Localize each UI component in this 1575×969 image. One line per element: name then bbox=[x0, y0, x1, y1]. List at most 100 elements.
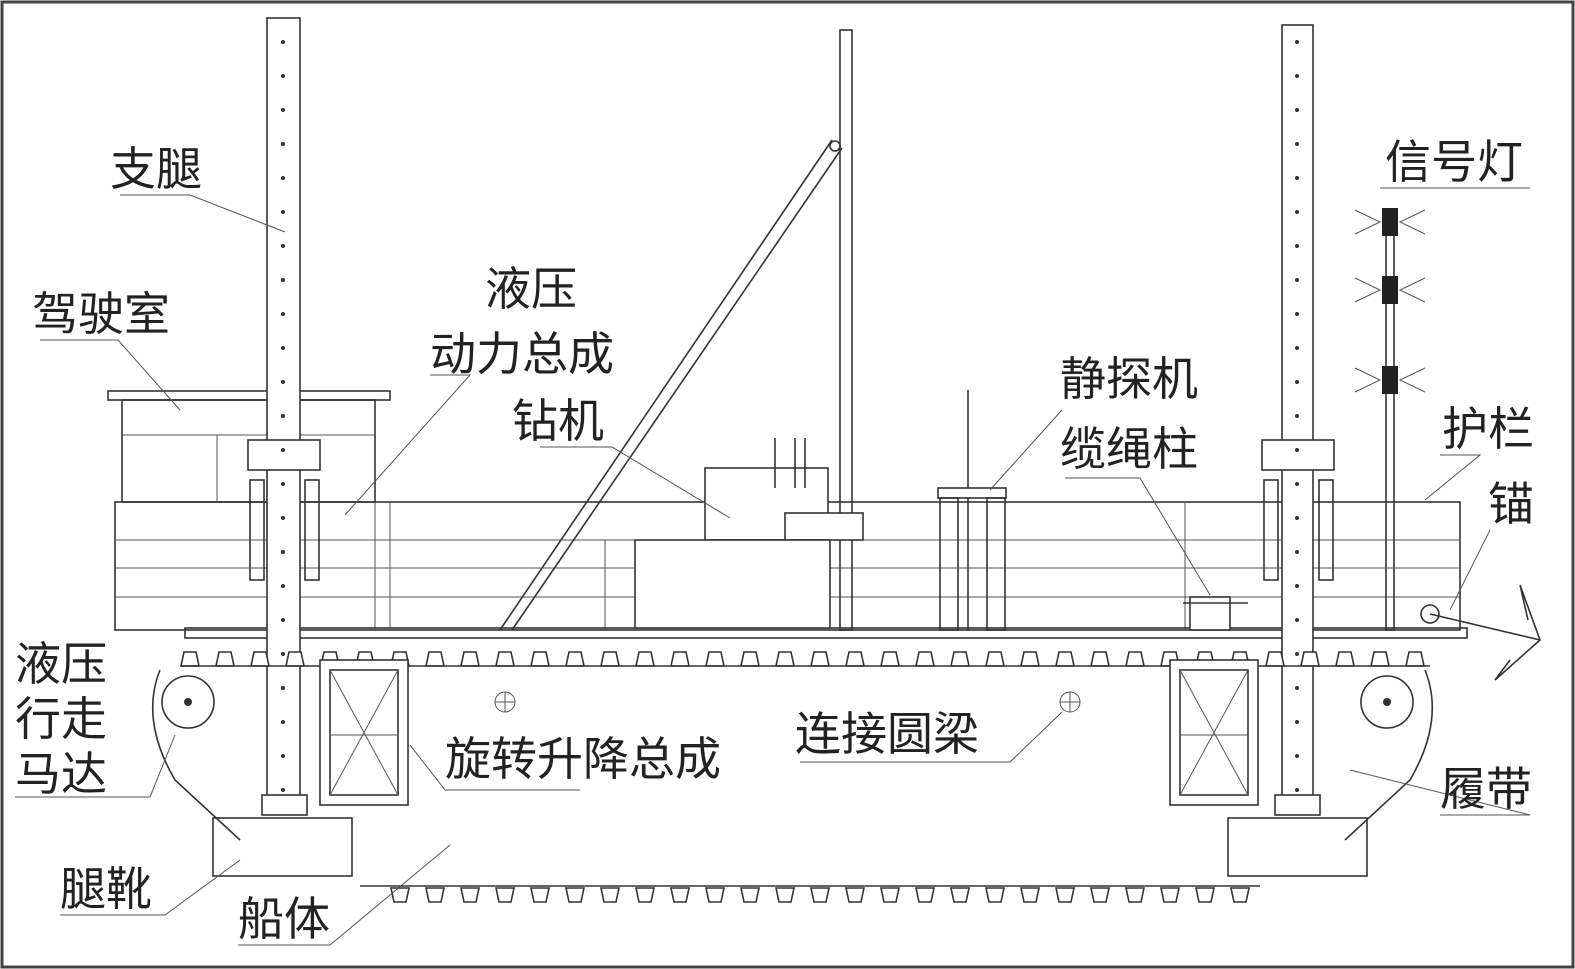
track-shoe bbox=[530, 651, 550, 667]
track-shoe bbox=[705, 651, 725, 667]
leg-hole bbox=[281, 754, 285, 758]
bollard bbox=[1183, 596, 1248, 631]
leg-hole bbox=[1295, 686, 1299, 690]
track-sides bbox=[151, 669, 1434, 841]
track-shoe bbox=[390, 887, 410, 903]
leg-hole bbox=[281, 278, 285, 282]
cpt-machine bbox=[937, 390, 1007, 631]
track-shoe bbox=[670, 651, 690, 667]
track-shoe bbox=[1405, 651, 1425, 667]
leg-hole bbox=[1295, 448, 1299, 452]
leg-hole bbox=[281, 346, 285, 350]
drive-sprockets bbox=[161, 675, 1414, 729]
label-track: 履带 bbox=[1440, 762, 1532, 816]
track-shoe bbox=[1055, 887, 1075, 903]
label-bollard: 缆绳柱 bbox=[1060, 422, 1198, 476]
leg-hole bbox=[281, 40, 285, 44]
track-shoe bbox=[950, 887, 970, 903]
track-shoe bbox=[180, 651, 200, 667]
track-shoe bbox=[1335, 651, 1355, 667]
track-shoe bbox=[1230, 887, 1250, 903]
label-railing: 护栏 bbox=[1442, 402, 1534, 456]
track-shoe bbox=[635, 651, 655, 667]
track-shoe bbox=[1020, 887, 1040, 903]
track-shoe bbox=[845, 887, 865, 903]
leg-hole bbox=[1295, 584, 1299, 588]
label-hydraulic-power-line2: 动力总成 bbox=[430, 327, 614, 381]
track-shoe bbox=[1195, 887, 1215, 903]
track-shoe bbox=[1370, 651, 1390, 667]
track-shoe bbox=[880, 651, 900, 667]
leg-hole bbox=[1295, 652, 1299, 656]
leg-hole bbox=[1295, 550, 1299, 554]
label-cab: 驾驶室 bbox=[32, 287, 170, 341]
label-hull: 船体 bbox=[238, 892, 330, 946]
leg-hole bbox=[1295, 176, 1299, 180]
cab bbox=[107, 390, 391, 503]
leg-hole bbox=[1295, 244, 1299, 248]
leg-hole bbox=[1295, 754, 1299, 758]
track-shoe bbox=[635, 887, 655, 903]
track-shoe bbox=[600, 887, 620, 903]
track-shoe bbox=[495, 651, 515, 667]
track-shoe bbox=[285, 651, 305, 667]
leg-hole bbox=[1295, 482, 1299, 486]
track-shoe bbox=[565, 887, 585, 903]
track-shoe bbox=[705, 887, 725, 903]
leg-hole bbox=[281, 210, 285, 214]
track-shoe bbox=[1090, 887, 1110, 903]
leg-hole bbox=[281, 720, 285, 724]
leg-holes bbox=[281, 40, 1299, 792]
track-shoe bbox=[425, 651, 445, 667]
leg-hole bbox=[1295, 516, 1299, 520]
leg-hole bbox=[1295, 380, 1299, 384]
track-shoe bbox=[845, 651, 865, 667]
track-shoe bbox=[775, 651, 795, 667]
signal-light bbox=[1382, 276, 1398, 304]
track-shoe bbox=[1125, 887, 1145, 903]
signal-light bbox=[1382, 366, 1398, 394]
leg-hole bbox=[281, 74, 285, 78]
signal-light bbox=[1382, 208, 1398, 236]
leg-hole bbox=[1295, 618, 1299, 622]
track-shoe bbox=[495, 887, 515, 903]
drill-rig bbox=[499, 29, 864, 631]
track-top-row bbox=[180, 651, 1430, 667]
leg-hole bbox=[1295, 720, 1299, 724]
track-shoe bbox=[775, 887, 795, 903]
track-shoe bbox=[915, 651, 935, 667]
left-leg bbox=[212, 17, 353, 877]
label-hydraulic-power-line1: 液压 bbox=[485, 262, 577, 316]
track-shoe bbox=[565, 651, 585, 667]
leg-hole bbox=[1295, 142, 1299, 146]
track-shoe bbox=[1125, 651, 1145, 667]
track-shoe bbox=[950, 651, 970, 667]
leg-hole bbox=[1295, 210, 1299, 214]
label-rotate-lift: 旋转升降总成 bbox=[445, 732, 721, 786]
track-shoe bbox=[810, 651, 830, 667]
leg-hole bbox=[281, 108, 285, 112]
leg-hole bbox=[281, 550, 285, 554]
label-motor-line1: 液压 bbox=[15, 637, 107, 691]
leg-hole bbox=[1295, 74, 1299, 78]
rotate-lift-assembly-right bbox=[1169, 659, 1259, 806]
track-shoe bbox=[1055, 651, 1075, 667]
label-anchor: 锚 bbox=[1488, 477, 1534, 531]
track-shoe bbox=[880, 887, 900, 903]
track-shoe bbox=[460, 651, 480, 667]
leg-hole bbox=[1295, 40, 1299, 44]
label-motor-line3: 马达 bbox=[15, 747, 107, 801]
leg-hole bbox=[281, 584, 285, 588]
leg-hole bbox=[281, 516, 285, 520]
leg-hole bbox=[281, 448, 285, 452]
leg-hole bbox=[281, 380, 285, 384]
leg-hole bbox=[281, 176, 285, 180]
leg-hole bbox=[1295, 414, 1299, 418]
leg-hole bbox=[1295, 312, 1299, 316]
track-shoe bbox=[425, 887, 445, 903]
track-shoe bbox=[915, 887, 935, 903]
leg-hole bbox=[281, 142, 285, 146]
track-shoe bbox=[530, 887, 550, 903]
track-shoe bbox=[985, 651, 1005, 667]
